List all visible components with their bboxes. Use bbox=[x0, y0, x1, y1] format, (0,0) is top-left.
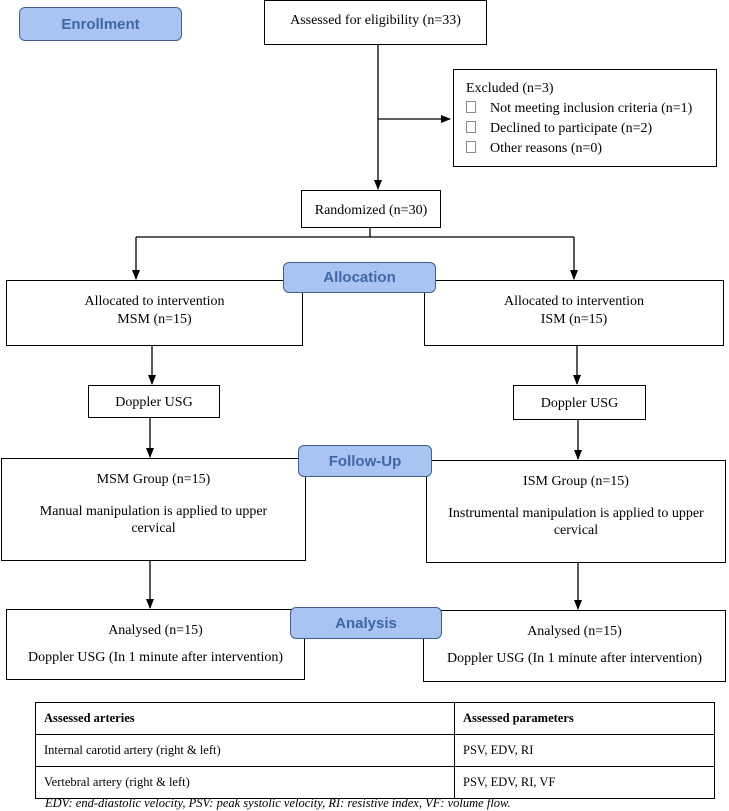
stage-enrollment-label: Enrollment bbox=[61, 15, 140, 33]
checkbox-icon bbox=[466, 141, 476, 153]
left-allocation-line2: MSM (n=15) bbox=[117, 311, 192, 327]
stage-enrollment: Enrollment bbox=[19, 7, 182, 41]
right-group-method-line2: cervical bbox=[553, 523, 599, 538]
table-cell: Vertebral artery (right & left) bbox=[35, 766, 455, 799]
excluded-title: Excluded (n=3) bbox=[466, 81, 554, 96]
right-analysis-box: Analysed (n=15) Doppler USG (In 1 minute… bbox=[423, 610, 726, 682]
right-group-box: ISM Group (n=15) Instrumental manipulati… bbox=[426, 460, 726, 563]
stage-analysis-label: Analysis bbox=[335, 614, 397, 632]
randomized-box: Randomized (n=30) bbox=[301, 190, 441, 228]
randomized-text: Randomized (n=30) bbox=[314, 203, 428, 218]
right-group-method-line1: Instrumental manipulation is applied to … bbox=[448, 505, 704, 521]
excluded-box: Excluded (n=3) Not meeting inclusion cri… bbox=[453, 69, 717, 167]
right-allocation-line2: ISM (n=15) bbox=[540, 311, 608, 327]
right-group-title: ISM Group (n=15) bbox=[523, 474, 629, 489]
left-group-method-line2: cervical bbox=[131, 521, 176, 536]
excluded-item: Not meeting inclusion criteria (n=1) bbox=[466, 99, 716, 119]
right-allocation-box: Allocated to intervention ISM (n=15) bbox=[424, 280, 724, 346]
left-allocation-line1: Allocated to intervention bbox=[84, 294, 225, 309]
eligibility-box: Assessed for eligibility (n=33) bbox=[264, 0, 487, 45]
left-analysis-box: Analysed (n=15) Doppler USG (In 1 minute… bbox=[6, 609, 305, 680]
right-analysed-text: Analysed (n=15) bbox=[527, 624, 622, 639]
right-doppler-text: Doppler USG bbox=[540, 396, 619, 411]
left-group-title: MSM Group (n=15) bbox=[96, 472, 211, 487]
right-doppler-box: Doppler USG bbox=[513, 385, 646, 420]
stage-analysis: Analysis bbox=[290, 607, 442, 639]
parameters-table: Assessed arteries Assessed parameters In… bbox=[35, 702, 715, 799]
table-cell: PSV, EDV, RI, VF bbox=[454, 766, 715, 799]
table-cell: Internal carotid artery (right & left) bbox=[35, 734, 455, 767]
table-header: Assessed parameters bbox=[454, 702, 715, 735]
stage-allocation: Allocation bbox=[283, 262, 436, 293]
right-allocation-line1: Allocated to intervention bbox=[504, 294, 644, 309]
left-analysed-text: Analysed (n=15) bbox=[108, 623, 203, 638]
table-header: Assessed arteries bbox=[35, 702, 455, 735]
eligibility-text: Assessed for eligibility (n=33) bbox=[290, 13, 461, 28]
excluded-item: Declined to participate (n=2) bbox=[466, 119, 716, 139]
checkbox-icon bbox=[466, 121, 476, 133]
stage-allocation-label: Allocation bbox=[323, 269, 396, 286]
left-doppler-text: Doppler USG bbox=[115, 395, 193, 410]
table-row: Internal carotid artery (right & left) P… bbox=[35, 734, 715, 767]
checkbox-icon bbox=[466, 101, 476, 113]
left-group-method-line1: Manual manipulation is applied to upper bbox=[39, 503, 268, 519]
table-cell: PSV, EDV, RI bbox=[454, 734, 715, 767]
left-analysis-detail: Doppler USG (In 1 minute after intervent… bbox=[27, 649, 284, 665]
abbreviations-footnote: EDV: end-diastolic velocity, PSV: peak s… bbox=[45, 796, 511, 810]
stage-follow-up: Follow-Up bbox=[298, 445, 432, 477]
left-allocation-box: Allocated to intervention MSM (n=15) bbox=[6, 280, 303, 346]
left-group-box: MSM Group (n=15) Manual manipulation is … bbox=[1, 458, 306, 561]
excluded-item: Other reasons (n=0) bbox=[466, 139, 716, 159]
table-header-row: Assessed arteries Assessed parameters bbox=[35, 702, 715, 735]
right-analysis-detail: Doppler USG (In 1 minute after intervent… bbox=[446, 650, 703, 666]
left-doppler-box: Doppler USG bbox=[88, 385, 220, 418]
stage-follow-up-label: Follow-Up bbox=[328, 452, 402, 470]
table-row: Vertebral artery (right & left) PSV, EDV… bbox=[35, 766, 715, 799]
